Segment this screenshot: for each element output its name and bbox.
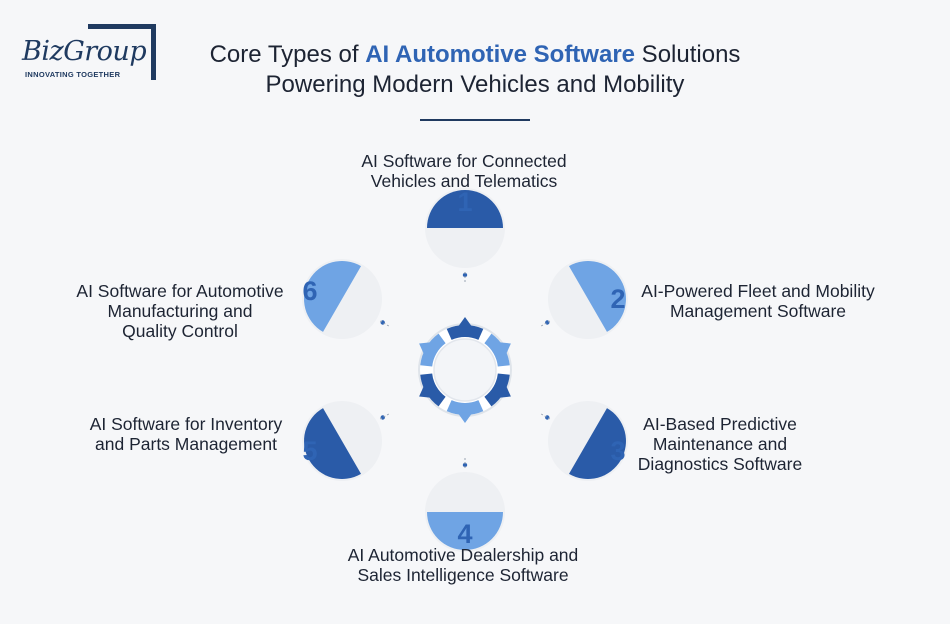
page-title: Core Types of AI Automotive Software Sol…: [150, 40, 800, 100]
item-number-2: 2: [610, 284, 625, 314]
hub-segment: [420, 333, 446, 367]
item-label-line: and Parts Management: [95, 434, 277, 454]
logo-tagline: INNOVATING TOGETHER: [25, 70, 121, 79]
item-number-3: 3: [610, 436, 625, 466]
item-label-line: Vehicles and Telematics: [370, 171, 558, 191]
hub-tooth: [497, 342, 511, 356]
node-fill-segment: [304, 260, 362, 332]
center-hub: [418, 317, 512, 423]
hub-segment: [420, 373, 446, 407]
item-label-line: AI Automotive Dealership and: [347, 545, 579, 565]
connector-dot: [380, 415, 385, 420]
item-label-line: Sales Intelligence Software: [357, 565, 569, 585]
item-label-line: Management Software: [669, 301, 847, 321]
node-fill-segment: [568, 408, 626, 479]
logo-name: BizGroup: [22, 36, 147, 67]
title-prefix: Core Types of: [209, 41, 366, 68]
hub-inner-disc: [433, 338, 497, 402]
connector-dot: [462, 462, 468, 468]
connector-dot: [380, 320, 385, 325]
connector-lines: [379, 271, 551, 469]
title-suffix: Solutions: [635, 41, 741, 68]
node-fill-segment: [427, 512, 503, 550]
item-number-1: 1: [457, 187, 472, 217]
item-label-line: Maintenance and: [652, 434, 788, 454]
item-number-5: 5: [303, 436, 318, 466]
hub-tooth: [457, 317, 473, 328]
node-fill-segment: [304, 408, 362, 479]
node-fill-segment: [427, 190, 503, 228]
node-fill-segment: [568, 261, 626, 332]
connector-line: [379, 320, 390, 327]
item-nodes: 1 2 3 4 5 6: [302, 187, 628, 552]
item-label-line: Manufacturing and: [107, 301, 253, 321]
item-label-line: Diagnostics Software: [637, 454, 803, 474]
connector-dot: [462, 272, 468, 278]
hub-segment: [446, 325, 484, 340]
bizgroup-logo: BizGroup INNOVATING TOGETHER: [22, 24, 162, 84]
item-label-line: AI Software for Automotive: [76, 281, 284, 301]
hub-segment: [484, 373, 510, 407]
hub-segment: [446, 400, 484, 415]
item-label-line: Quality Control: [122, 321, 238, 341]
connector-line: [540, 320, 551, 327]
hub-tooth: [419, 384, 433, 398]
item-label-line: AI-Powered Fleet and Mobility: [641, 281, 875, 301]
connector-dot: [545, 320, 550, 325]
item-number-6: 6: [303, 276, 318, 306]
title-line2: Powering Modern Vehicles and Mobility: [265, 71, 685, 98]
connector-dot: [545, 415, 550, 420]
hub-tooth: [419, 342, 433, 356]
title-highlight: AI Automotive Software: [365, 41, 636, 68]
logo-frame: [88, 24, 156, 80]
item-label-line: AI Software for Inventory: [89, 414, 283, 434]
item-label-line: AI-Based Predictive: [643, 414, 797, 434]
item-label-line: AI Software for Connected: [361, 151, 567, 171]
hub-segment: [484, 333, 510, 367]
hub-tooth: [457, 412, 473, 423]
item-number-4: 4: [457, 519, 472, 549]
connector-line: [540, 413, 551, 420]
title-divider: [420, 119, 530, 121]
hub-tooth: [497, 384, 511, 398]
connector-line: [379, 413, 390, 420]
